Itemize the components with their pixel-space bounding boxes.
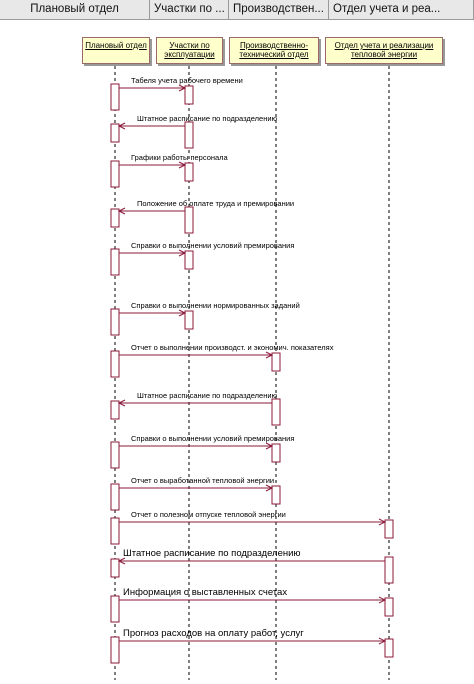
- message-label: Информация о выставленных счетах: [123, 587, 287, 598]
- arrowhead-icon: [378, 518, 387, 526]
- activation-bar-receiver: [384, 519, 394, 539]
- object-accounting-department[interactable]: Отдел учета и реализации тепловой энерги…: [325, 37, 443, 64]
- activation-bar-receiver: [271, 485, 281, 505]
- tab-planning-department[interactable]: Плановый отдел: [0, 0, 150, 19]
- arrowhead-icon: [178, 84, 187, 92]
- activation-bar-sender: [271, 398, 281, 426]
- message-label: Штатное расписание по подразделению: [137, 114, 278, 123]
- activation-bar-receiver: [184, 162, 194, 182]
- object-label: Отдел учета и реализации тепловой энерги…: [334, 41, 434, 59]
- activation-bar-receiver: [184, 250, 194, 270]
- activation-bar-receiver: [110, 558, 120, 578]
- activation-bar-sender: [184, 121, 194, 149]
- message-label: Табеля учета рабочего времени: [131, 76, 243, 85]
- arrowhead-icon: [178, 309, 187, 317]
- activation-bar-sender: [184, 206, 194, 234]
- arrowhead-icon: [117, 557, 126, 565]
- activation-bar-receiver: [110, 208, 120, 228]
- message-label: Справки о выполнении условий премировани…: [131, 434, 294, 443]
- activation-bar-sender: [110, 308, 120, 336]
- message-label: Положение об оплате труда и премировании: [137, 199, 294, 208]
- arrowhead-icon: [378, 596, 387, 604]
- activation-bar-sender: [110, 248, 120, 276]
- message-label: Прогноз расходов на оплату работ, услуг: [123, 628, 304, 639]
- arrowhead-icon: [117, 399, 126, 407]
- activation-bar-receiver: [384, 638, 394, 658]
- tab-production-department[interactable]: Производствен...: [229, 0, 329, 19]
- activation-bar-sender: [110, 483, 120, 511]
- message-label: Отчет о выработанной тепловой энергии: [131, 476, 274, 485]
- activation-bar-sender: [110, 83, 120, 111]
- message-label: Графики работы персонала: [131, 153, 229, 162]
- arrowhead-icon: [117, 122, 126, 130]
- arrowhead-icon: [178, 161, 187, 169]
- activation-bar-sender: [110, 350, 120, 378]
- activation-bar-receiver: [271, 443, 281, 463]
- object-operation-sites[interactable]: Участки по эксплуатации: [156, 37, 223, 64]
- activation-bar-receiver: [110, 123, 120, 143]
- arrowhead-icon: [265, 442, 274, 450]
- arrowhead-icon: [265, 484, 274, 492]
- arrowhead-icon: [265, 351, 274, 359]
- message-label: Справки о выполнении нормированных задан…: [131, 301, 300, 310]
- activation-bar-receiver: [271, 352, 281, 372]
- activation-bar-receiver: [110, 400, 120, 420]
- message-label: Штатное расписание по подразделению: [123, 548, 301, 559]
- activation-bar-sender: [110, 441, 120, 469]
- activation-bar-sender: [110, 517, 120, 545]
- object-production-department[interactable]: Производственно-технический отдел: [229, 37, 319, 64]
- message-label: Штатное расписание по подразделению: [137, 391, 278, 400]
- message-label: Справки о выполнении условий премировани…: [131, 241, 294, 250]
- object-label: Участки по эксплуатации: [164, 41, 215, 59]
- arrowhead-icon: [117, 207, 126, 215]
- tab-operation-sites[interactable]: Участки по ...: [150, 0, 229, 19]
- arrowhead-icon: [178, 249, 187, 257]
- object-planning-department[interactable]: Плановый отдел: [82, 37, 150, 64]
- activation-bar-receiver: [184, 310, 194, 330]
- activation-bar-sender: [384, 556, 394, 584]
- object-label: Плановый отдел: [85, 41, 147, 50]
- activation-bar-sender: [110, 636, 120, 664]
- message-label: Отчет о полезном отпуске тепловой энерги…: [131, 510, 286, 519]
- activation-bar-receiver: [184, 85, 194, 105]
- activation-bar-sender: [110, 160, 120, 188]
- activation-bar-sender: [110, 595, 120, 623]
- message-label: Отчет о выполнении производст. и экономи…: [131, 343, 334, 352]
- tab-bar: Плановый отдел Участки по ... Производст…: [0, 0, 474, 20]
- activation-bar-receiver: [384, 597, 394, 617]
- arrowhead-icon: [378, 637, 387, 645]
- object-label: Производственно-технический отдел: [239, 41, 309, 59]
